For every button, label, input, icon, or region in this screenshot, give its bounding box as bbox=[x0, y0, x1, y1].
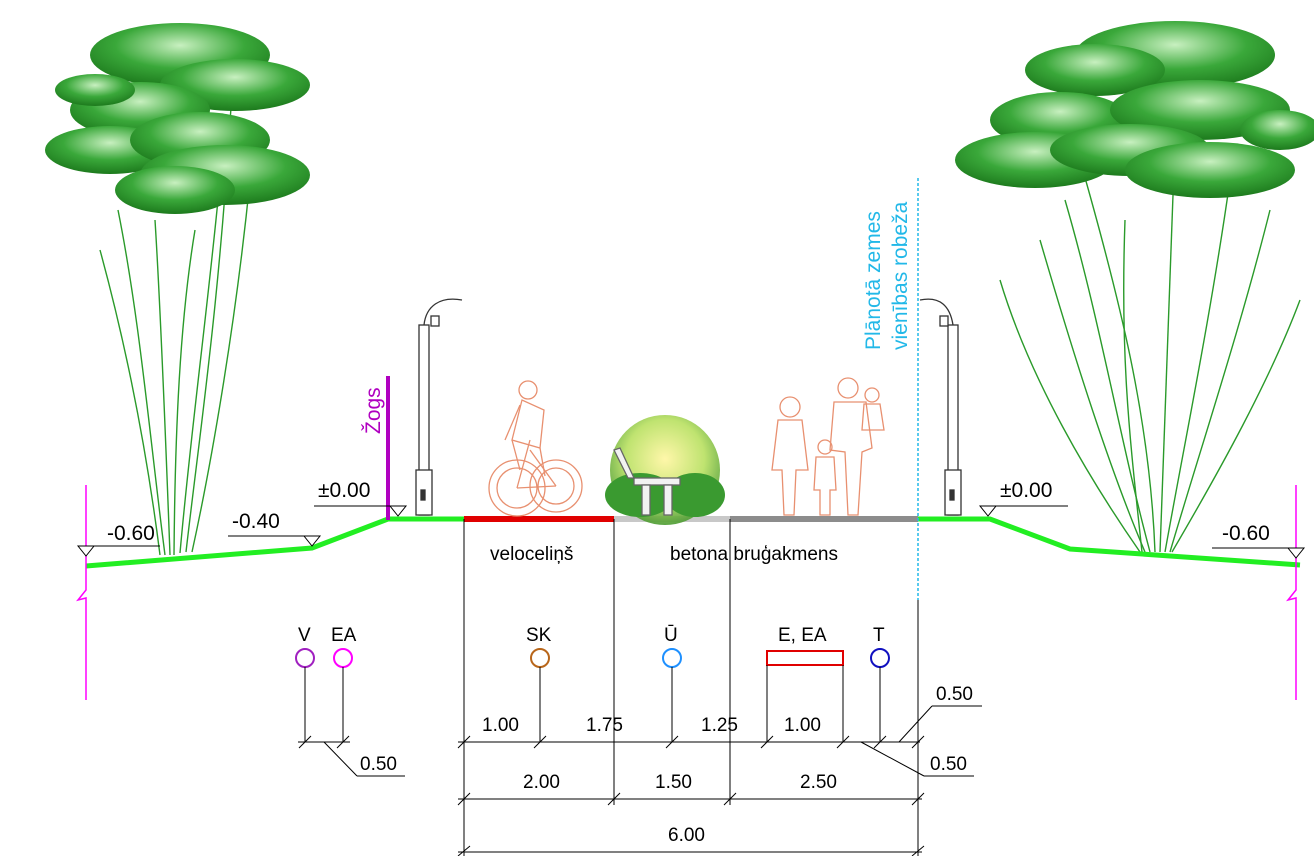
utility-label-ea: EA bbox=[331, 625, 357, 646]
left-tree-group bbox=[45, 23, 310, 556]
utility-t: T bbox=[870, 625, 890, 742]
dimension-row-2 bbox=[457, 792, 925, 806]
dimension-row-1 bbox=[457, 735, 925, 749]
dim-left-offset: 0.50 bbox=[360, 754, 397, 775]
right-tree-trunks-icon bbox=[999, 139, 1301, 553]
dim-row1-seg3: 1.25 bbox=[701, 715, 738, 736]
utility-t-icon bbox=[870, 648, 890, 668]
utility-label-t: T bbox=[873, 625, 885, 646]
utility-e-ea-icon bbox=[766, 650, 844, 666]
elevation-label-left-zero: ±0.00 bbox=[318, 479, 370, 502]
dim-row2-seg2: 1.50 bbox=[655, 772, 692, 793]
left-lamp-post-icon bbox=[415, 298, 463, 516]
family-pedestrians-icon bbox=[771, 377, 885, 516]
dim-right-offset-top: 0.50 bbox=[936, 684, 973, 705]
dim-total: 6.00 bbox=[668, 825, 705, 846]
elevation-marker-right-zero: ±0.00 bbox=[978, 479, 1068, 517]
bike-path-label: veloceliņš bbox=[490, 544, 573, 565]
bench-icon bbox=[613, 447, 681, 516]
utility-u: Ū bbox=[662, 625, 682, 742]
elevation-label-right-zero: ±0.00 bbox=[1000, 479, 1052, 502]
utility-ea-icon bbox=[333, 648, 353, 668]
utility-u-icon bbox=[662, 648, 682, 668]
paving-label: betona bruģakmens bbox=[670, 544, 838, 565]
utility-ea-left: EA bbox=[331, 625, 357, 742]
elevation-marker-left-inner: -0.40 bbox=[228, 510, 322, 547]
utility-v-icon bbox=[295, 648, 315, 668]
elevation-marker-left-zero: ±0.00 bbox=[314, 479, 408, 517]
elevation-label-right-outer: -0.60 bbox=[1222, 522, 1270, 545]
dim-row2-seg3: 2.50 bbox=[800, 772, 837, 793]
boundary-label-line1: Plānotā zemes bbox=[862, 211, 885, 350]
utility-sk: SK bbox=[526, 625, 552, 742]
elevation-marker-left-outer: -0.60 bbox=[76, 522, 160, 557]
utility-label-e-ea: E, EA bbox=[778, 625, 827, 646]
elevation-marker-right-outer: -0.60 bbox=[1212, 522, 1306, 559]
right-green-strip bbox=[918, 516, 1301, 568]
right-lamp-post-icon bbox=[919, 298, 962, 516]
right-edge-marker bbox=[1286, 485, 1297, 700]
elevation-label-left-outer: -0.60 bbox=[107, 522, 155, 545]
left-green-strip bbox=[85, 516, 464, 569]
dim-row1-seg4: 1.00 bbox=[784, 715, 821, 736]
right-tree-canopy-icon bbox=[955, 21, 1314, 198]
fence-label: Žogs bbox=[362, 387, 385, 434]
boundary-label-line2: vienības robeža bbox=[889, 201, 912, 350]
dimension-left-offset bbox=[298, 735, 405, 777]
dim-right-offset-bottom: 0.50 bbox=[930, 754, 967, 775]
utility-label-sk: SK bbox=[526, 625, 552, 646]
left-tree-canopy-icon bbox=[45, 23, 310, 214]
utility-sk-icon bbox=[530, 648, 550, 668]
dimension-right-offsets bbox=[860, 705, 982, 777]
dim-row1-seg1: 1.00 bbox=[482, 715, 519, 736]
cyclist-icon bbox=[488, 380, 583, 517]
elevation-label-left-inner: -0.40 bbox=[232, 510, 280, 533]
dim-row1-seg2: 1.75 bbox=[586, 715, 623, 736]
right-tree-group bbox=[955, 21, 1314, 553]
dimension-total bbox=[457, 845, 925, 856]
utility-label-u: Ū bbox=[664, 625, 678, 646]
utility-v: V bbox=[295, 625, 315, 742]
section-lines bbox=[463, 519, 919, 856]
utility-e-ea: E, EA bbox=[766, 625, 844, 742]
dim-row2-seg1: 2.00 bbox=[523, 772, 560, 793]
utility-label-v: V bbox=[298, 625, 311, 646]
left-tree-trunks-icon bbox=[99, 89, 251, 556]
left-edge-marker bbox=[76, 485, 87, 700]
